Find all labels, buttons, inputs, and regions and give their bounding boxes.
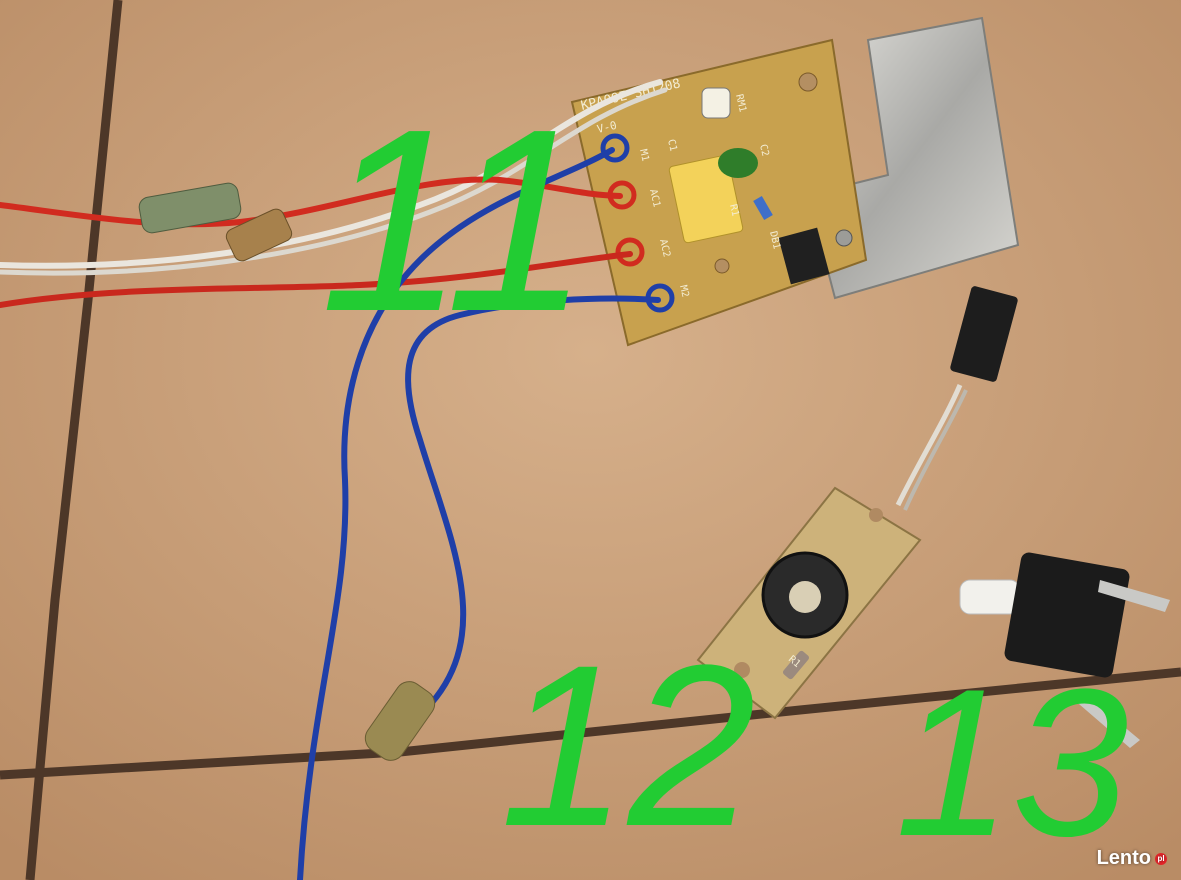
pcb-v-label: V-0: [596, 119, 618, 136]
red-wire-2: [0, 251, 633, 308]
green-markers: 11 12 13: [320, 76, 1129, 880]
white-wire-2: [0, 87, 668, 276]
label-rm1: RM1: [733, 93, 748, 113]
label-c1: C1: [665, 138, 678, 152]
wires: [0, 79, 668, 880]
resistor-rm1: [701, 87, 731, 119]
pad-label-ac1: AC1: [647, 188, 662, 208]
potentiometer-board: R1: [696, 286, 1018, 720]
main-pcb: KPA09E SH1208 V-0 M1 AC1 AC2 M2 RM1 C1 C…: [570, 38, 868, 347]
capacitor-c1: [668, 154, 744, 244]
red-wire-1: [0, 176, 623, 228]
transistor: [778, 227, 830, 285]
pad-label-m1: M1: [637, 148, 650, 162]
connector-plug: [950, 286, 1018, 382]
marker-11: 11: [320, 76, 590, 366]
label-db1: DB1: [767, 230, 782, 250]
label-c2: C2: [757, 143, 770, 157]
crimp-terminals: [138, 182, 436, 761]
pad-label-m2: M2: [677, 284, 690, 298]
watermark-logo-dot: pl: [1155, 852, 1167, 865]
lento-watermark: Lento pl: [1097, 847, 1167, 870]
diode: [753, 195, 773, 221]
blue-wire-1: [297, 147, 615, 880]
blue-wire-2: [405, 295, 661, 718]
label-r1: R1: [727, 203, 740, 217]
watermark-text: Lento: [1096, 847, 1151, 869]
white-wire-1: [0, 79, 663, 269]
capacitor-c2: [718, 148, 758, 178]
push-button-switch: [959, 552, 1170, 748]
pad-label-ac2: AC2: [657, 238, 672, 258]
marker-13: 13: [895, 645, 1129, 880]
marker-12: 12: [500, 617, 756, 874]
